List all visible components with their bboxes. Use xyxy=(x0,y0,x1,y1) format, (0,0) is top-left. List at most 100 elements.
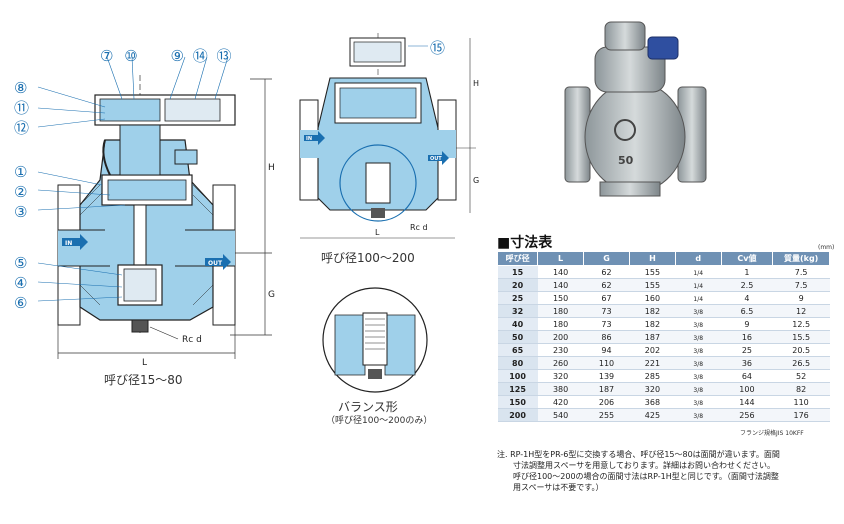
table-cell-h: 155 xyxy=(629,265,676,279)
table-unit: (mm) xyxy=(818,244,835,251)
table-cell-l: 140 xyxy=(537,265,584,279)
table-cell-dn: 32 xyxy=(497,304,538,318)
table-cell-mass: 7.5 xyxy=(772,278,830,292)
table-cell-cv: 1 xyxy=(721,265,773,279)
table-cell-mass: 12.5 xyxy=(772,317,830,331)
dim-rc: Rc d xyxy=(182,335,202,345)
fraction-slash: / xyxy=(697,347,700,355)
fraction-numerator: 3 xyxy=(693,347,698,355)
fraction-denominator: 4 xyxy=(699,295,704,303)
balance-detail-drawing xyxy=(322,287,428,393)
table-cell-g: 255 xyxy=(583,408,630,422)
fraction-denominator: 4 xyxy=(699,269,704,277)
fraction-slash: / xyxy=(697,334,700,342)
table-cell-d: 3/8 xyxy=(675,317,722,331)
table-cell-mass: 110 xyxy=(772,395,830,409)
fraction-slash: / xyxy=(697,321,700,329)
callout-1: ① xyxy=(14,163,28,181)
col-header: G xyxy=(583,251,630,266)
dim-g: G xyxy=(268,290,275,300)
fraction-numerator: 3 xyxy=(693,321,698,329)
table-cell-g: 86 xyxy=(583,330,630,344)
fraction-numerator: 3 xyxy=(693,360,698,368)
callout-10: ⑩ xyxy=(124,47,138,65)
fraction-numerator: 3 xyxy=(693,386,698,394)
table-cell-l: 180 xyxy=(537,317,584,331)
table-cell-cv: 4 xyxy=(721,291,773,305)
fraction-numerator: 3 xyxy=(693,308,698,316)
table-cell-g: 62 xyxy=(583,278,630,292)
fraction-numerator: 3 xyxy=(693,399,698,407)
fraction-slash: / xyxy=(697,373,700,381)
table-cell-l: 420 xyxy=(537,395,584,409)
fraction-denominator: 8 xyxy=(699,412,704,420)
table-cell-dn: 50 xyxy=(497,330,538,344)
balance-subcaption: （呼び径100〜200のみ） xyxy=(326,416,433,426)
table-cell-mass: 26.5 xyxy=(772,356,830,370)
photo-marking: 50 xyxy=(618,154,634,167)
note-line: 呼び径100〜200の場合の面間寸法はRP-1H型と同じです。（面間寸法調整 xyxy=(513,472,779,481)
table-cell-dn: 20 xyxy=(497,278,538,292)
callout-7: ⑦ xyxy=(100,47,114,65)
large-dim-h: H xyxy=(473,79,479,88)
fraction-numerator: 3 xyxy=(693,334,698,342)
table-cell-dn: 125 xyxy=(497,382,538,396)
table-cell-mass: 9 xyxy=(772,291,830,305)
table-cell-mass: 7.5 xyxy=(772,265,830,279)
table-cell-cv: 100 xyxy=(721,382,773,396)
table-cell-h: 160 xyxy=(629,291,676,305)
callout-14: ⑭ xyxy=(192,47,208,65)
table-cell-dn: 65 xyxy=(497,343,538,357)
table-cell-g: 110 xyxy=(583,356,630,370)
fraction-denominator: 8 xyxy=(699,321,704,329)
callout-13: ⑬ xyxy=(216,47,232,65)
large-dim-l: L xyxy=(375,228,380,237)
table-cell-dn: 40 xyxy=(497,317,538,331)
table-cell-d: 3/8 xyxy=(675,395,722,409)
table-cell-h: 202 xyxy=(629,343,676,357)
fraction-denominator: 8 xyxy=(699,308,704,316)
table-cell-cv: 2.5 xyxy=(721,278,773,292)
table-cell-dn: 150 xyxy=(497,395,538,409)
table-cell-h: 187 xyxy=(629,330,676,344)
table-cell-cv: 64 xyxy=(721,369,773,383)
large-out-label: OUT xyxy=(430,156,442,162)
fraction-denominator: 8 xyxy=(699,399,704,407)
callout-8: ⑧ xyxy=(14,79,28,97)
callout-11: ⑪ xyxy=(14,99,30,117)
table-cell-g: 94 xyxy=(583,343,630,357)
fraction-slash: / xyxy=(697,308,700,316)
main-valve-drawing: IN OUT H G L Rc d xyxy=(37,56,275,368)
fraction-denominator: 8 xyxy=(699,347,704,355)
table-cell-h: 320 xyxy=(629,382,676,396)
table-cell-g: 187 xyxy=(583,382,630,396)
table-cell-dn: 25 xyxy=(497,291,538,305)
valve-photo: 50 xyxy=(564,21,707,197)
fraction-numerator: 3 xyxy=(693,373,698,381)
table-cell-h: 221 xyxy=(629,356,676,370)
table-cell-mass: 176 xyxy=(772,408,830,422)
callout-12: ⑫ xyxy=(14,119,30,137)
table-cell-d: 3/8 xyxy=(675,356,722,370)
table-cell-l: 320 xyxy=(537,369,584,383)
table-cell-l: 540 xyxy=(537,408,584,422)
note-line: 用スペーサは不要です。） xyxy=(513,483,604,492)
large-drawing-caption: 呼び径100〜200 xyxy=(321,251,415,265)
dim-h: H xyxy=(268,163,275,173)
callout-3: ③ xyxy=(14,203,28,221)
table-cell-h: 182 xyxy=(629,304,676,318)
table-cell-dn: 80 xyxy=(497,356,538,370)
table-cell-g: 206 xyxy=(583,395,630,409)
large-dim-g: G xyxy=(473,176,479,185)
note-line: 寸法調整用スペーサを用意しております。詳細はお問い合わせください。 xyxy=(513,461,775,470)
table-cell-h: 425 xyxy=(629,408,676,422)
